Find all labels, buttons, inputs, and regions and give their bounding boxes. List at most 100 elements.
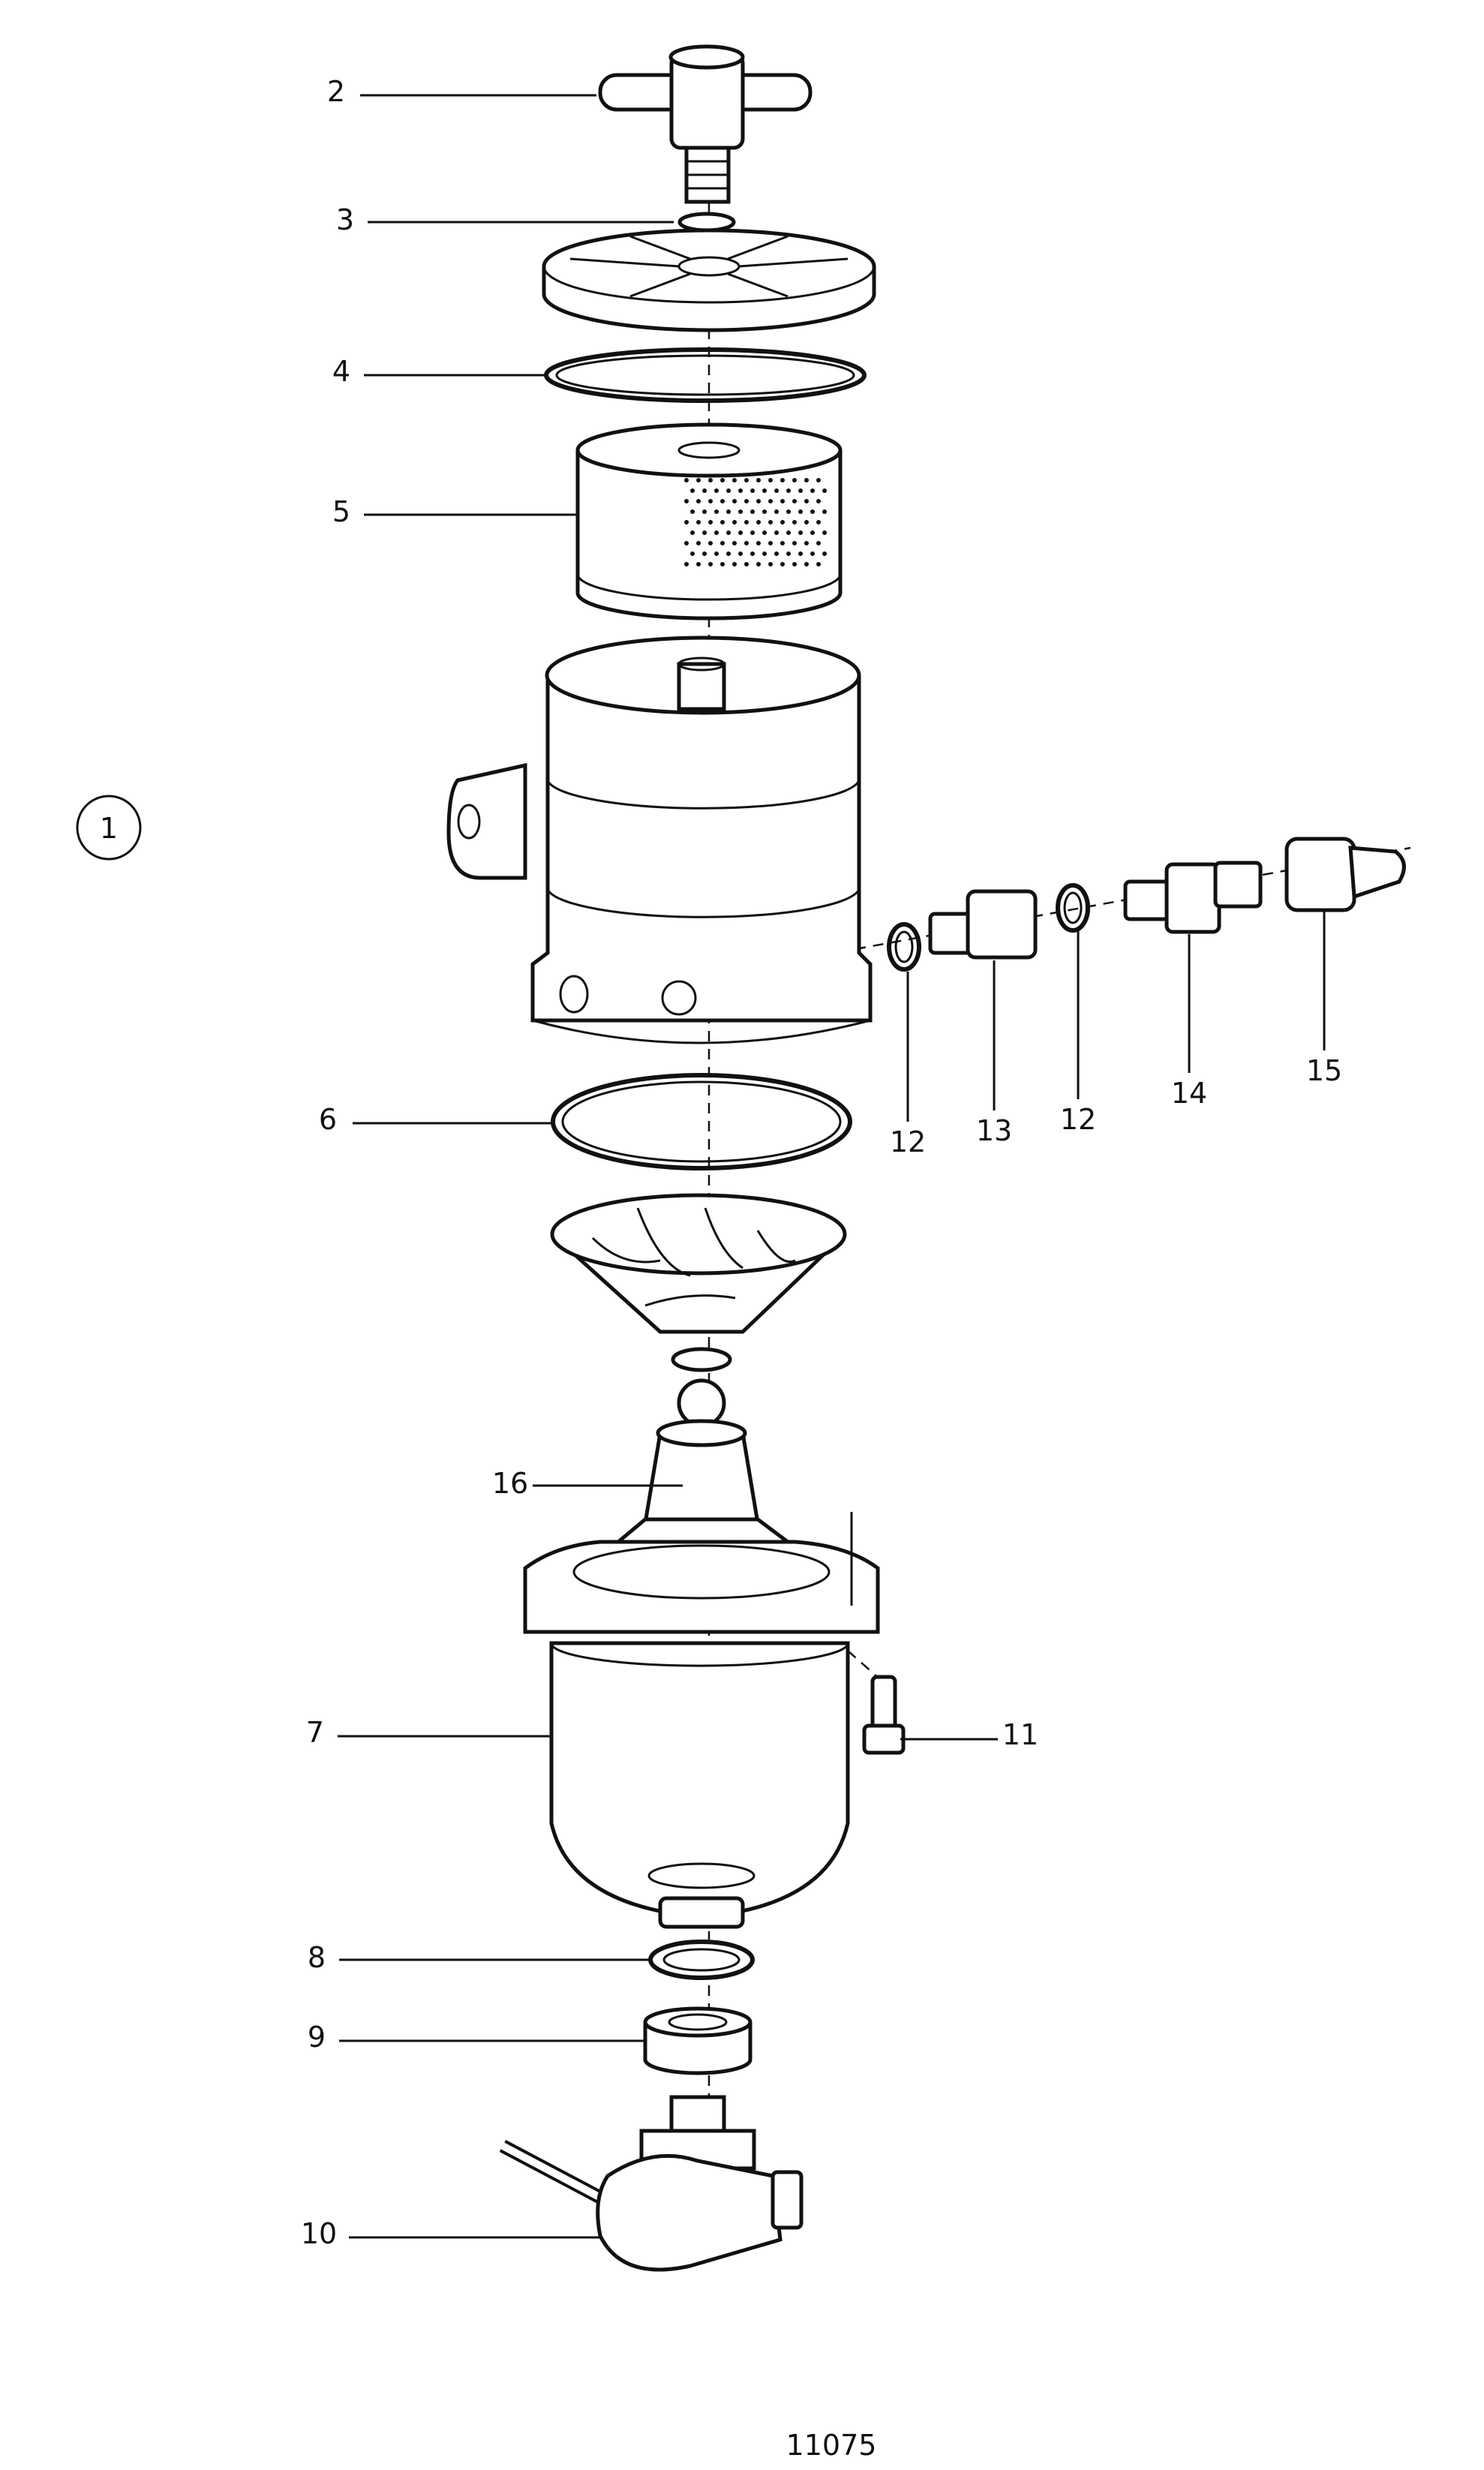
perforation-dot bbox=[690, 551, 695, 556]
callout-12: 12 bbox=[890, 1125, 926, 1158]
perforation-dot bbox=[792, 499, 797, 503]
perforation-dot bbox=[774, 509, 779, 514]
adapter-13 bbox=[928, 889, 1038, 960]
perforation-dot bbox=[714, 530, 719, 535]
perforation-dot bbox=[750, 488, 755, 493]
perforation-dot bbox=[708, 520, 713, 524]
perforation-dot bbox=[792, 478, 797, 482]
perforation-dot bbox=[816, 478, 821, 482]
callout-14: 14 bbox=[1171, 1077, 1207, 1110]
perforation-dot bbox=[714, 488, 719, 493]
perforation-dot bbox=[696, 499, 701, 503]
callout-8: 8 bbox=[308, 1941, 326, 1974]
sediment-bowl-7 bbox=[523, 1419, 880, 1929]
filter-cartridge-5 bbox=[575, 422, 843, 621]
perforation-dot bbox=[756, 520, 761, 524]
drain-tap-10 bbox=[499, 2095, 804, 2272]
leader-lines bbox=[338, 94, 1326, 2239]
perforation-dot bbox=[780, 541, 785, 545]
ring-12a bbox=[887, 922, 921, 972]
drawing-number: 11075 bbox=[786, 2429, 877, 2462]
filter-housing bbox=[446, 636, 873, 1044]
nut-15 bbox=[1284, 837, 1406, 912]
sealing-ring-4 bbox=[544, 347, 867, 403]
perforation-dot bbox=[756, 478, 761, 482]
perforation-dot bbox=[738, 488, 743, 493]
perforation-dot bbox=[726, 551, 731, 556]
perforation-dot bbox=[732, 562, 737, 566]
view-number-badge bbox=[76, 795, 142, 861]
perforation-dot bbox=[762, 530, 767, 535]
screw-11 bbox=[847, 1650, 906, 1755]
knurled-nut-9 bbox=[643, 2006, 753, 2075]
perforation-dot bbox=[798, 509, 803, 514]
check-ball bbox=[677, 1378, 726, 1428]
perforation-dot bbox=[804, 520, 809, 524]
perforation-dot bbox=[702, 488, 707, 493]
t-handle-screw bbox=[598, 44, 813, 204]
callout-12: 12 bbox=[1060, 1103, 1096, 1136]
perforation-dot bbox=[690, 509, 695, 514]
perforation-dot bbox=[822, 530, 827, 535]
perforation-dot bbox=[810, 551, 815, 556]
perforation-dot bbox=[714, 509, 719, 514]
perforation-dot bbox=[762, 509, 767, 514]
cone-seal-ring bbox=[671, 1347, 732, 1372]
perforation-dot bbox=[720, 478, 725, 482]
perforation-dot bbox=[750, 530, 755, 535]
perforation-dot bbox=[786, 530, 791, 535]
callout-2: 2 bbox=[327, 75, 345, 108]
perforation-dot bbox=[810, 488, 815, 493]
perforation-dot bbox=[720, 499, 725, 503]
perforation-dot bbox=[804, 478, 809, 482]
seal-8 bbox=[648, 1940, 755, 1980]
perforation-dot bbox=[732, 478, 737, 482]
callout-7: 7 bbox=[306, 1716, 324, 1749]
perforation-dot bbox=[756, 499, 761, 503]
perforation-dot bbox=[804, 541, 809, 545]
perforation-dot bbox=[780, 478, 785, 482]
cone-baffle bbox=[550, 1193, 847, 1334]
callout-9: 9 bbox=[308, 2021, 326, 2054]
callout-4: 4 bbox=[332, 355, 350, 388]
callout-15: 15 bbox=[1306, 1054, 1342, 1087]
perforation-dot bbox=[768, 562, 773, 566]
callout-3: 3 bbox=[336, 203, 354, 236]
callout-11: 11 bbox=[1002, 1718, 1038, 1751]
perforation-dot bbox=[744, 541, 749, 545]
perforation-dot bbox=[750, 551, 755, 556]
callout-13: 13 bbox=[976, 1114, 1012, 1147]
perforation-dot bbox=[798, 530, 803, 535]
perforation-dot bbox=[816, 562, 821, 566]
washer-3 bbox=[677, 212, 736, 233]
perforation-dot bbox=[780, 520, 785, 524]
perforation-dot bbox=[786, 488, 791, 493]
union-fitting-14 bbox=[1123, 861, 1263, 934]
filter-cover bbox=[542, 228, 876, 332]
perforation-dot bbox=[744, 499, 749, 503]
perforation-dot bbox=[804, 562, 809, 566]
callout-5: 5 bbox=[332, 495, 350, 528]
perforation-dot bbox=[762, 488, 767, 493]
perforation-dot bbox=[696, 562, 701, 566]
perforation-dot bbox=[756, 541, 761, 545]
perforation-dot bbox=[720, 562, 725, 566]
perforation-dot bbox=[726, 509, 731, 514]
perforation-dot bbox=[768, 520, 773, 524]
perforation-dot bbox=[786, 551, 791, 556]
perforation-dot bbox=[702, 530, 707, 535]
perforation-dot bbox=[708, 541, 713, 545]
perforation-dot bbox=[786, 509, 791, 514]
callout-10: 10 bbox=[301, 2217, 337, 2250]
perforation-dot bbox=[768, 499, 773, 503]
perforation-dot bbox=[708, 562, 713, 566]
perforation-dot bbox=[750, 509, 755, 514]
perforation-dot bbox=[804, 499, 809, 503]
perforation-dot bbox=[744, 562, 749, 566]
perforation-dot bbox=[768, 478, 773, 482]
callout-6: 6 bbox=[319, 1103, 337, 1136]
perforation-dot bbox=[816, 499, 821, 503]
perforation-dot bbox=[774, 530, 779, 535]
perforation-dot bbox=[792, 562, 797, 566]
